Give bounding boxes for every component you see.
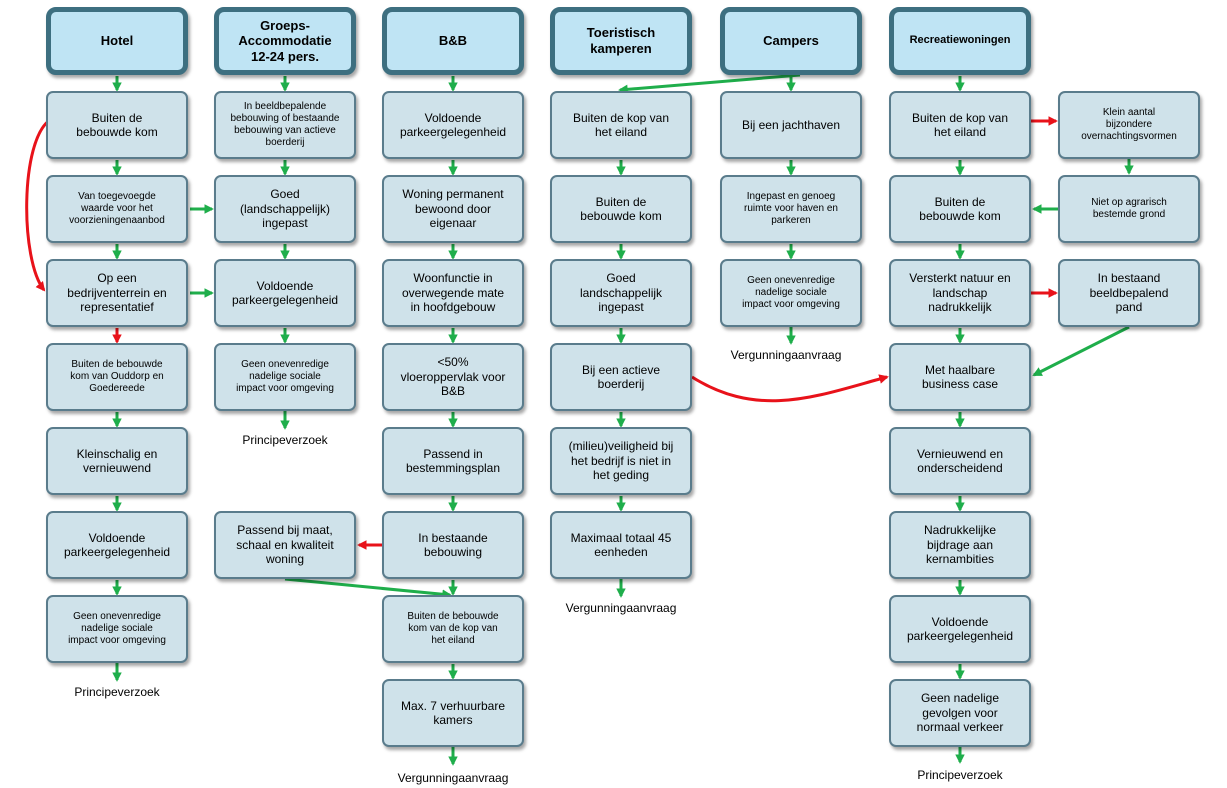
- hotel-node-1: Buiten de bebouwde kom: [46, 91, 188, 159]
- kamperen-node-6: Maximaal totaal 45 eenheden: [550, 511, 692, 579]
- groeps-node-1: In beeldbepalende bebouwing of bestaande…: [214, 91, 356, 159]
- bnb-node-1: Voldoende parkeergelegenheid: [382, 91, 524, 159]
- bnb-node-5: Passend in bestemmingsplan: [382, 427, 524, 495]
- recreatie-node-2: Buiten de bebouwde kom: [889, 175, 1031, 243]
- hotel-node-6: Voldoende parkeergelegenheid: [46, 511, 188, 579]
- recreatie-side-node-1: Klein aantal bijzondere overnachtingsvor…: [1058, 91, 1200, 159]
- recreatie-node-3: Versterkt natuur en landschap nadrukkeli…: [889, 259, 1031, 327]
- bnb-outcome: Vergunningaanvraag: [397, 771, 509, 785]
- header-groeps: Groeps- Accommodatie 12-24 pers.: [214, 7, 356, 75]
- recreatie-node-6: Nadrukkelijke bijdrage aan kernambities: [889, 511, 1031, 579]
- bnb-node-3: Woonfunctie in overwegende mate in hoofd…: [382, 259, 524, 327]
- hotel-outcome: Principeverzoek: [74, 685, 160, 699]
- kamperen-node-3: Goed landschappelijk ingepast: [550, 259, 692, 327]
- header-kamperen: Toeristisch kamperen: [550, 7, 692, 75]
- recreatie-side-node-2: Niet op agrarisch bestemde grond: [1058, 175, 1200, 243]
- hotel-node-7: Geen onevenredige nadelige sociale impac…: [46, 595, 188, 663]
- header-campers: Campers: [720, 7, 862, 75]
- campers-outcome: Vergunningaanvraag: [730, 348, 842, 362]
- groeps-outcome: Principeverzoek: [242, 433, 328, 447]
- kamperen-node-1: Buiten de kop van het eiland: [550, 91, 692, 159]
- kamperen-node-4: Bij een actieve boerderij: [550, 343, 692, 411]
- hotel-node-3: Op een bedrijventerrein en representatie…: [46, 259, 188, 327]
- arrow-side3-to-recreatie-4: [1032, 325, 1130, 377]
- recreatie-node-1: Buiten de kop van het eiland: [889, 91, 1031, 159]
- header-recreatie: Recreatiewoningen: [889, 7, 1031, 75]
- hotel-node-5: Kleinschalig en vernieuwend: [46, 427, 188, 495]
- header-hotel: Hotel: [46, 7, 188, 75]
- arrow-campers-header-to-kamperen: [618, 73, 801, 95]
- kamperen-node-2: Buiten de bebouwde kom: [550, 175, 692, 243]
- arrow-hotel-curve: [25, 118, 51, 292]
- arrow-groeps-side-to-bnb: [284, 577, 452, 600]
- recreatie-node-4: Met haalbare business case: [889, 343, 1031, 411]
- hotel-node-4: Buiten de bebouwde kom van Ouddorp en Go…: [46, 343, 188, 411]
- bnb-node-8: Max. 7 verhuurbare kamers: [382, 679, 524, 747]
- groeps-node-4: Geen onevenredige nadelige sociale impac…: [214, 343, 356, 411]
- bnb-node-7: Buiten de bebouwde kom van de kop van he…: [382, 595, 524, 663]
- bnb-node-6: In bestaande bebouwing: [382, 511, 524, 579]
- recreatie-node-8: Geen nadelige gevolgen voor normaal verk…: [889, 679, 1031, 747]
- hotel-node-2: Van toegevoegde waarde voor het voorzien…: [46, 175, 188, 243]
- recreatie-outcome: Principeverzoek: [917, 768, 1003, 782]
- groeps-side-node: Passend bij maat, schaal en kwaliteit wo…: [214, 511, 356, 579]
- recreatie-node-5: Vernieuwend en onderscheidend: [889, 427, 1031, 495]
- kamperen-outcome: Vergunningaanvraag: [565, 601, 677, 615]
- bnb-node-4: <50% vloeroppervlak voor B&B: [382, 343, 524, 411]
- groeps-node-2: Goed (landschappelijk) ingepast: [214, 175, 356, 243]
- recreatie-side-node-3: In bestaand beeldbepalend pand: [1058, 259, 1200, 327]
- campers-node-1: Bij een jachthaven: [720, 91, 862, 159]
- header-bnb: B&B: [382, 7, 524, 75]
- bnb-node-2: Woning permanent bewoond door eigenaar: [382, 175, 524, 243]
- kamperen-node-5: (milieu)veiligheid bij het bedrijf is ni…: [550, 427, 692, 495]
- recreatie-node-7: Voldoende parkeergelegenheid: [889, 595, 1031, 663]
- campers-node-3: Geen onevenredige nadelige sociale impac…: [720, 259, 862, 327]
- campers-node-2: Ingepast en genoeg ruimte voor haven en …: [720, 175, 862, 243]
- arrow-kamperen-to-recreatie: [691, 374, 889, 403]
- groeps-node-3: Voldoende parkeergelegenheid: [214, 259, 356, 327]
